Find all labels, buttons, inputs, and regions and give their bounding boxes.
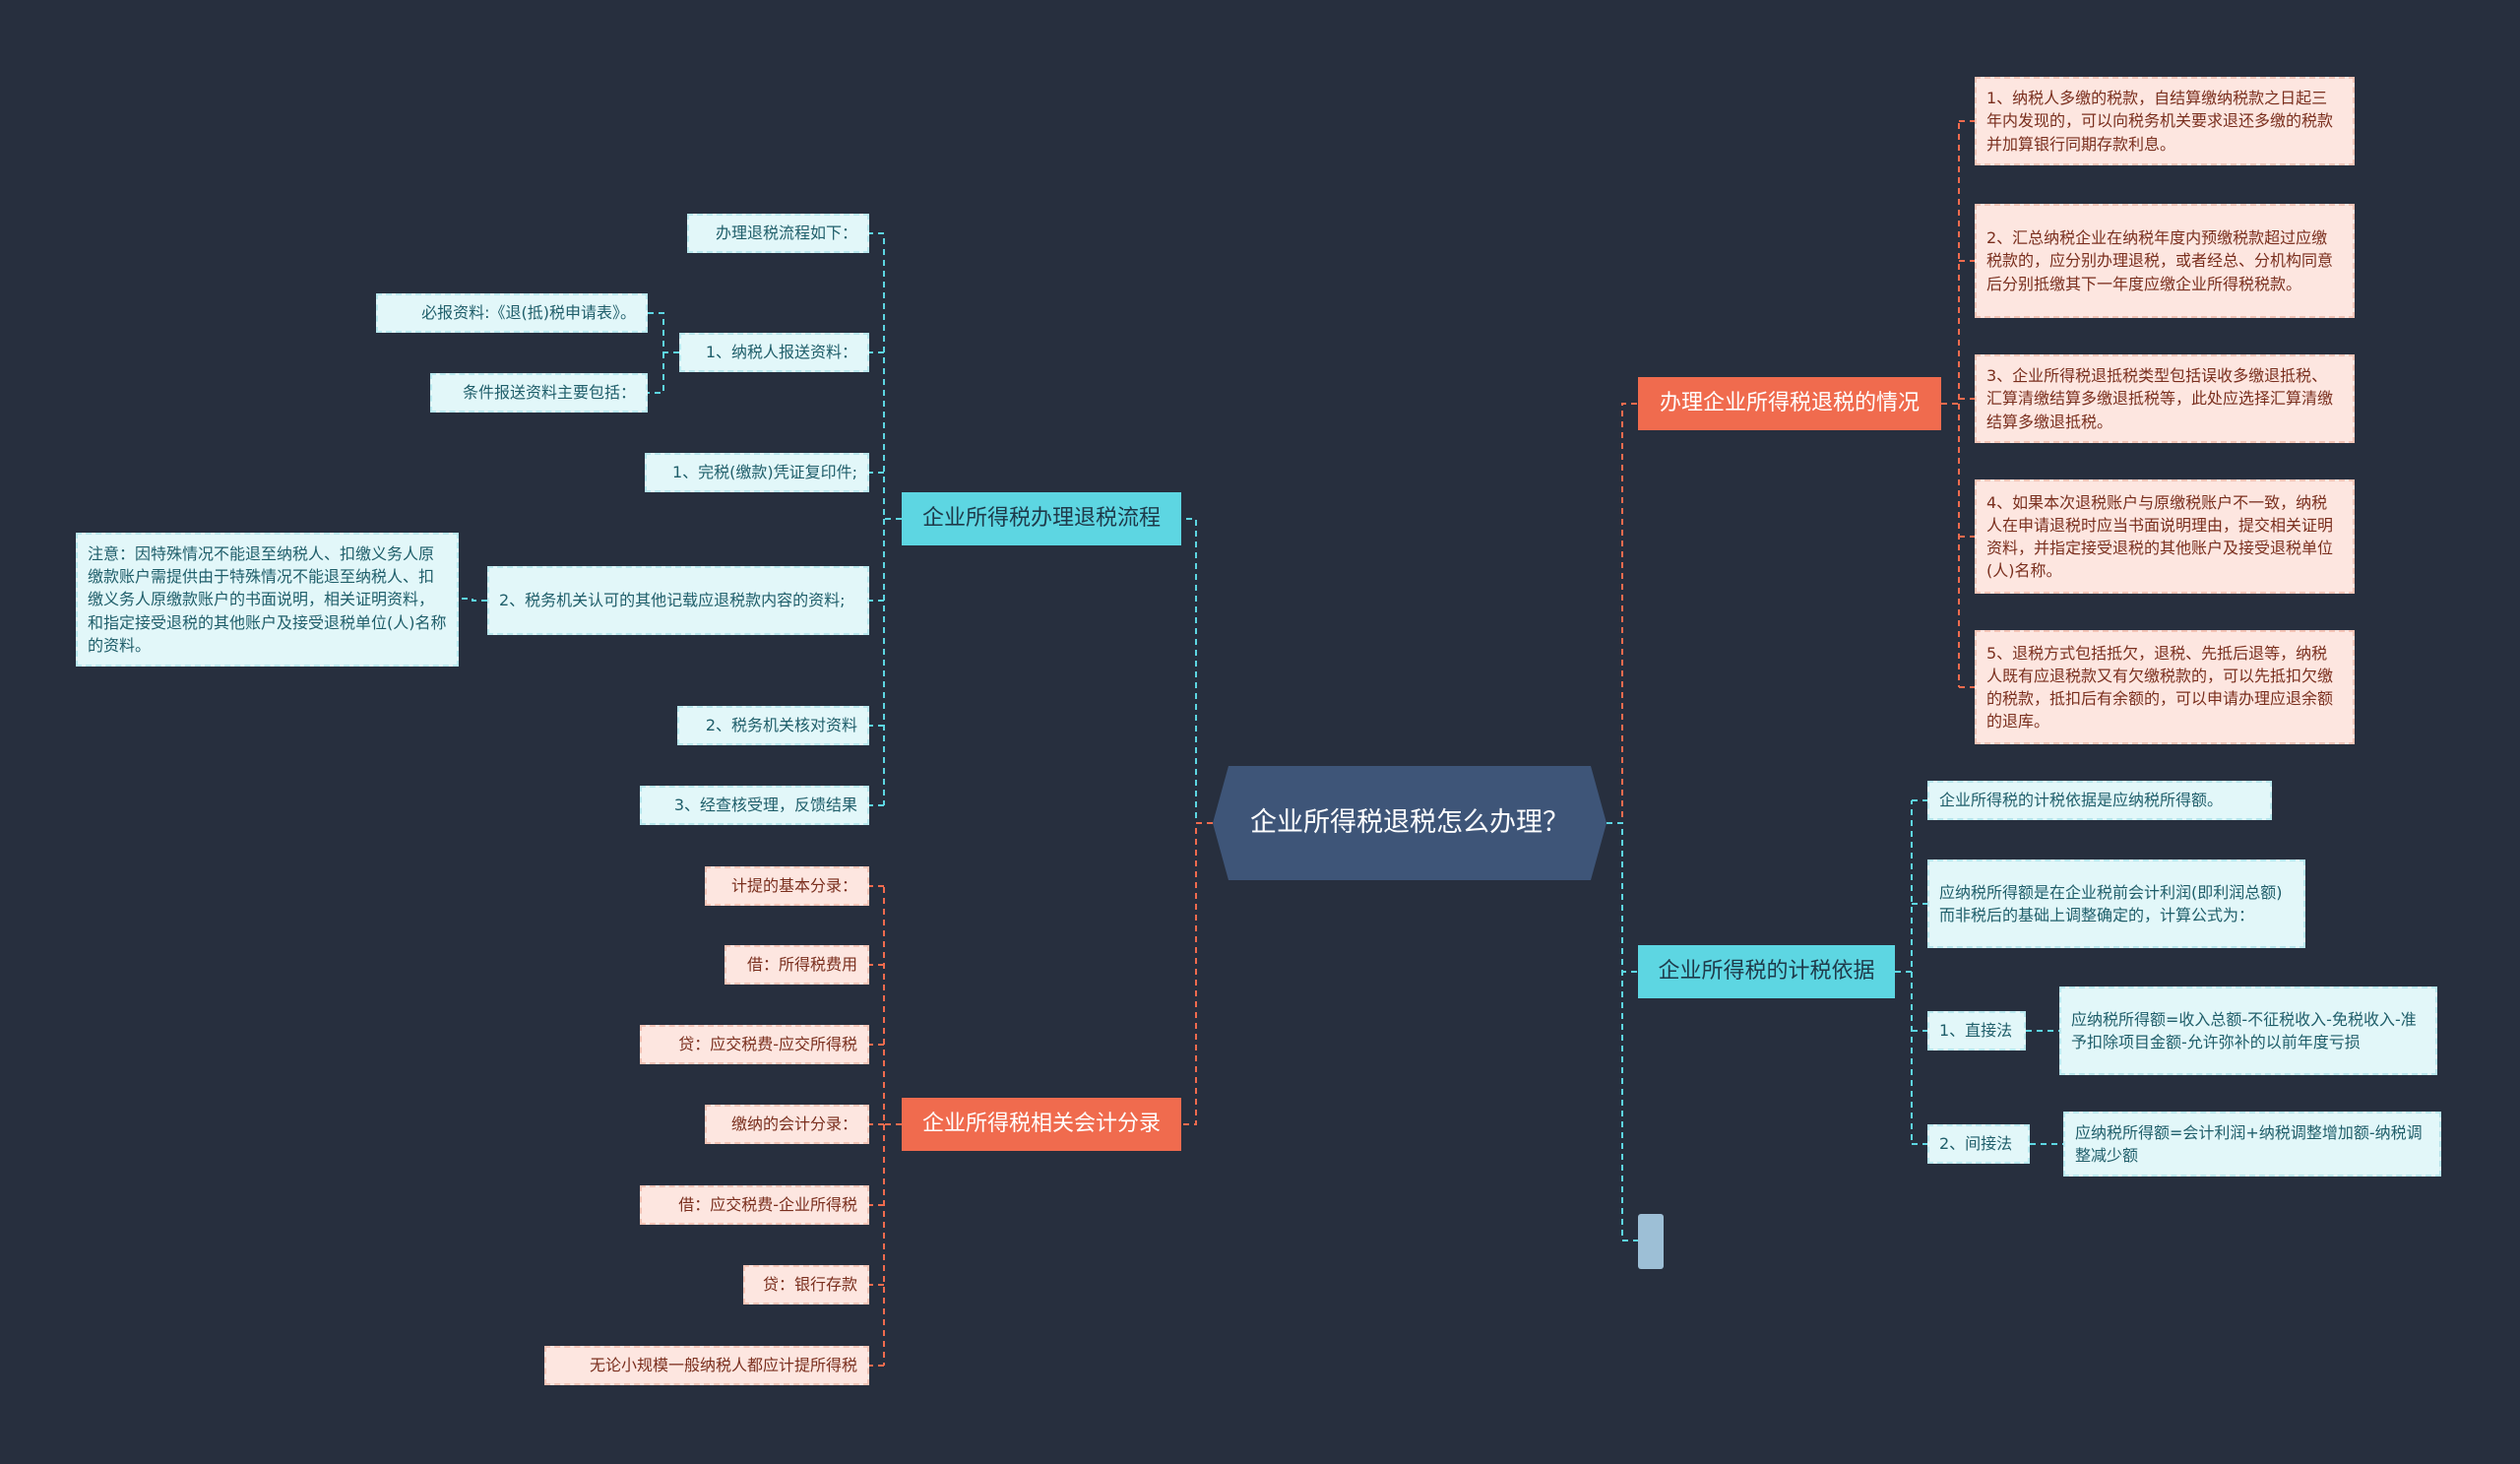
link-step1-children bbox=[648, 312, 679, 394]
link-central-situation bbox=[1606, 403, 1638, 824]
branch-situation-label: 办理企业所得税退税的情况 bbox=[1659, 391, 1920, 416]
basis-direct-formula[interactable]: 应纳税所得额=收入总额-不征税收入-免税收入-准予扣除项目金额-允许弥补的以前年… bbox=[2059, 987, 2437, 1075]
process-step1[interactable]: 1、纳税人报送资料： bbox=[679, 333, 869, 372]
process-step1-required[interactable]: 必报资料:《退(抵)税申请表》。 bbox=[376, 293, 648, 333]
branch-process[interactable]: 企业所得税办理退税流程 bbox=[902, 492, 1181, 545]
link-central-process bbox=[1181, 518, 1213, 824]
branch-situation[interactable]: 办理企业所得税退税的情况 bbox=[1638, 377, 1941, 430]
empty-topic-node[interactable] bbox=[1638, 1214, 1664, 1269]
accounting-item[interactable]: 贷：应交税费-应交所得税 bbox=[640, 1025, 869, 1064]
basis-direct-method[interactable]: 1、直接法 bbox=[1927, 1011, 2026, 1050]
basis-statement[interactable]: 企业所得税的计税依据是应纳税所得额。 bbox=[1927, 781, 2272, 820]
link-situation-trunk bbox=[1941, 121, 1960, 687]
link-central-empty bbox=[1606, 822, 1638, 1241]
basis-definition[interactable]: 应纳税所得额是在企业税前会计利润(即利润总额)而非税后的基础上调整确定的，计算公… bbox=[1927, 859, 2305, 948]
situation-item[interactable]: 5、退税方式包括抵欠，退税、先抵后退等，纳税人既有应退税款又有欠缴税款的，可以先… bbox=[1975, 630, 2355, 744]
link-otherdocs-note bbox=[459, 598, 487, 602]
central-topic[interactable]: 企业所得税退税怎么办理？ bbox=[1213, 766, 1606, 880]
branch-accounting-label: 企业所得税相关会计分录 bbox=[921, 1112, 1161, 1137]
branch-basis-label: 企业所得税的计税依据 bbox=[1658, 959, 1875, 985]
accounting-item[interactable]: 无论小规模一般纳税人都应计提所得税 bbox=[544, 1346, 869, 1385]
branch-basis[interactable]: 企业所得税的计税依据 bbox=[1638, 945, 1895, 998]
branch-process-label: 企业所得税办理退税流程 bbox=[921, 506, 1161, 532]
link-accounting-trunk bbox=[883, 886, 902, 1366]
link-process-trunk bbox=[883, 233, 902, 805]
central-topic-label: 企业所得税退税怎么办理？ bbox=[1250, 807, 1569, 839]
link-basis-trunk bbox=[1895, 800, 1913, 1144]
situation-item[interactable]: 1、纳税人多缴的税款，自结算缴纳税款之日起三年内发现的，可以向税务机关要求退还多… bbox=[1975, 77, 2355, 165]
situation-item[interactable]: 2、汇总纳税企业在纳税年度内预缴税款超过应缴税款的，应分别办理退税，或者经总、分… bbox=[1975, 204, 2355, 318]
accounting-item[interactable]: 贷：银行存款 bbox=[743, 1265, 869, 1305]
accounting-item[interactable]: 计提的基本分录： bbox=[705, 866, 869, 906]
process-step2[interactable]: 2、税务机关核对资料 bbox=[677, 706, 869, 745]
basis-indirect-method[interactable]: 2、间接法 bbox=[1927, 1124, 2030, 1164]
basis-indirect-formula[interactable]: 应纳税所得额=会计利润+纳税调整增加额-纳税调整减少额 bbox=[2063, 1112, 2441, 1177]
process-intro[interactable]: 办理退税流程如下： bbox=[687, 214, 869, 253]
process-other-docs[interactable]: 2、税务机关认可的其他记载应退税款内容的资料; bbox=[487, 566, 869, 635]
accounting-item[interactable]: 缴纳的会计分录： bbox=[705, 1105, 869, 1144]
accounting-item[interactable]: 借：所得税费用 bbox=[724, 945, 869, 985]
process-step3[interactable]: 3、经查核受理，反馈结果 bbox=[640, 786, 869, 825]
link-central-accounting bbox=[1181, 822, 1213, 1125]
branch-accounting[interactable]: 企业所得税相关会计分录 bbox=[902, 1098, 1181, 1151]
process-step1-conditional[interactable]: 条件报送资料主要包括： bbox=[430, 373, 648, 413]
situation-item[interactable]: 4、如果本次退税账户与原缴税账户不一致，纳税人在申请退税时应当书面说明理由，提交… bbox=[1975, 479, 2355, 594]
accounting-item[interactable]: 借：应交税费-企业所得税 bbox=[640, 1185, 869, 1225]
situation-item[interactable]: 3、企业所得税退抵税类型包括误收多缴退抵税、汇算清缴结算多缴退抵税等，此处应选择… bbox=[1975, 354, 2355, 443]
process-voucher[interactable]: 1、完税(缴款)凭证复印件; bbox=[645, 453, 869, 492]
process-note[interactable]: 注意：因特殊情况不能退至纳税人、扣缴义务人原缴款账户需提供由于特殊情况不能退至纳… bbox=[76, 533, 459, 667]
